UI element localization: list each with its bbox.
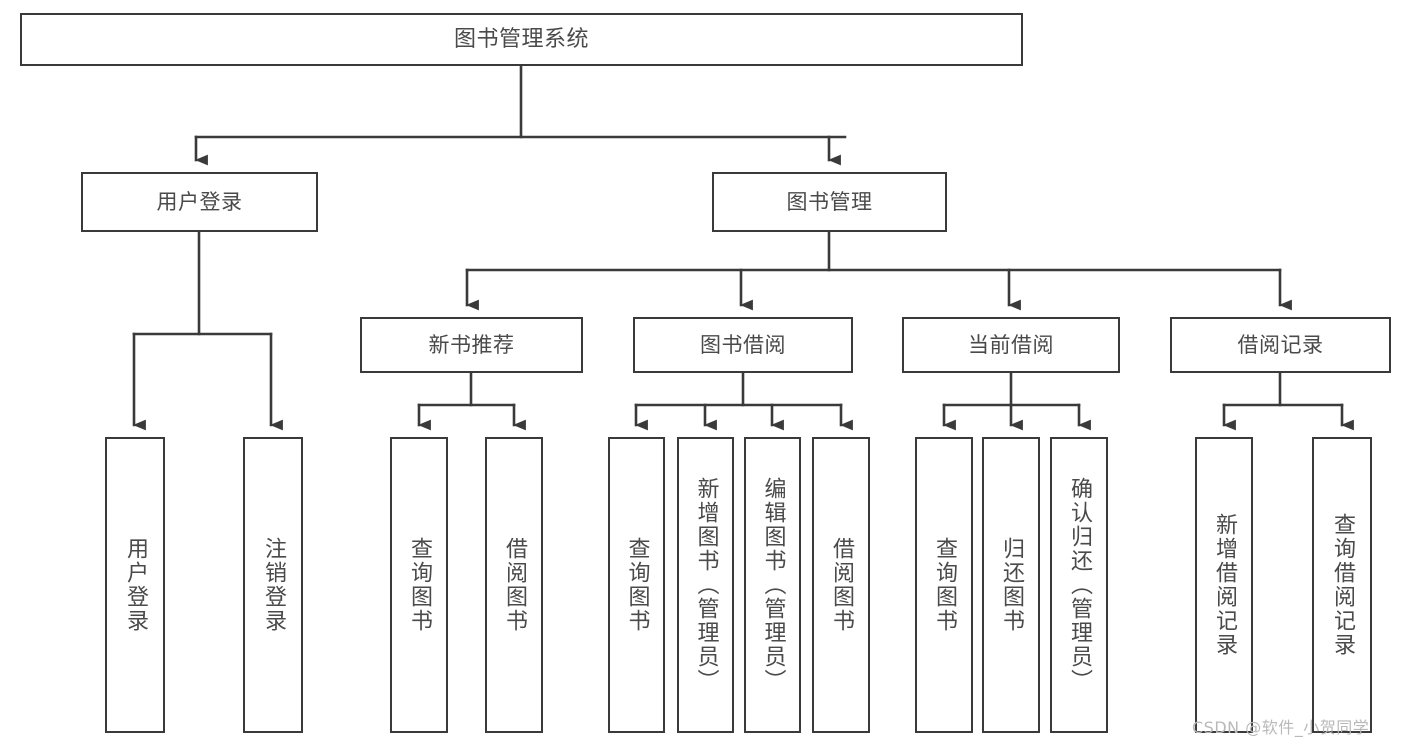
node-label: 编辑图书（管理员） xyxy=(760,477,786,693)
csdn-watermark: CSDN @软件_小贺同学 xyxy=(1192,718,1370,737)
leaf-borrow-book-recommend[interactable]: 借阅图书 xyxy=(485,437,543,733)
node-label: 查询借阅记录 xyxy=(1330,513,1355,657)
node-label: 查询图书 xyxy=(932,537,957,633)
node-label: 新书推荐 xyxy=(428,332,515,357)
node-label: 确认归还（管理员） xyxy=(1067,477,1092,693)
node-user-login[interactable]: 用户登录 xyxy=(81,172,318,232)
node-label: 图书借阅 xyxy=(700,332,786,357)
node-label: 当前借阅 xyxy=(968,332,1054,357)
leaf-query-book-borrow[interactable]: 查询图书 xyxy=(608,437,665,733)
node-label: 新增图书（管理员） xyxy=(693,477,719,693)
node-borrow-record[interactable]: 借阅记录 xyxy=(1170,317,1391,373)
node-label: 查询图书 xyxy=(624,537,650,633)
node-label: 借阅图书 xyxy=(502,537,527,633)
node-current-borrow[interactable]: 当前借阅 xyxy=(902,317,1120,373)
leaf-return-book[interactable]: 归还图书 xyxy=(982,437,1040,733)
node-label: 注销登录 xyxy=(261,537,286,633)
leaf-query-book-recommend[interactable]: 查询图书 xyxy=(390,437,448,733)
node-label: 查询图书 xyxy=(407,537,432,633)
node-label: 用户登录 xyxy=(156,189,243,214)
leaf-user-login[interactable]: 用户登录 xyxy=(105,437,165,733)
leaf-edit-book-admin[interactable]: 编辑图书（管理员） xyxy=(744,437,801,733)
node-label: 图书管理 xyxy=(786,189,873,214)
node-label: 归还图书 xyxy=(999,537,1024,633)
leaf-logout-login[interactable]: 注销登录 xyxy=(243,437,303,733)
node-label: 图书管理系统 xyxy=(453,26,589,52)
node-new-book-recommend[interactable]: 新书推荐 xyxy=(360,317,583,373)
leaf-query-borrow-record[interactable]: 查询借阅记录 xyxy=(1312,437,1372,733)
leaf-confirm-return-admin[interactable]: 确认归还（管理员） xyxy=(1050,437,1108,733)
leaf-borrow-book[interactable]: 借阅图书 xyxy=(812,437,870,733)
node-root-system[interactable]: 图书管理系统 xyxy=(20,13,1023,66)
node-label: 借阅记录 xyxy=(1237,332,1324,357)
node-label: 用户登录 xyxy=(123,537,148,633)
node-label: 借阅图书 xyxy=(829,537,854,633)
node-book-borrow[interactable]: 图书借阅 xyxy=(633,317,853,373)
leaf-query-book-current[interactable]: 查询图书 xyxy=(915,437,973,733)
node-label: 新增借阅记录 xyxy=(1212,513,1237,657)
leaf-add-borrow-record[interactable]: 新增借阅记录 xyxy=(1195,437,1253,733)
leaf-add-book-admin[interactable]: 新增图书（管理员） xyxy=(677,437,734,733)
node-book-management[interactable]: 图书管理 xyxy=(712,172,947,232)
